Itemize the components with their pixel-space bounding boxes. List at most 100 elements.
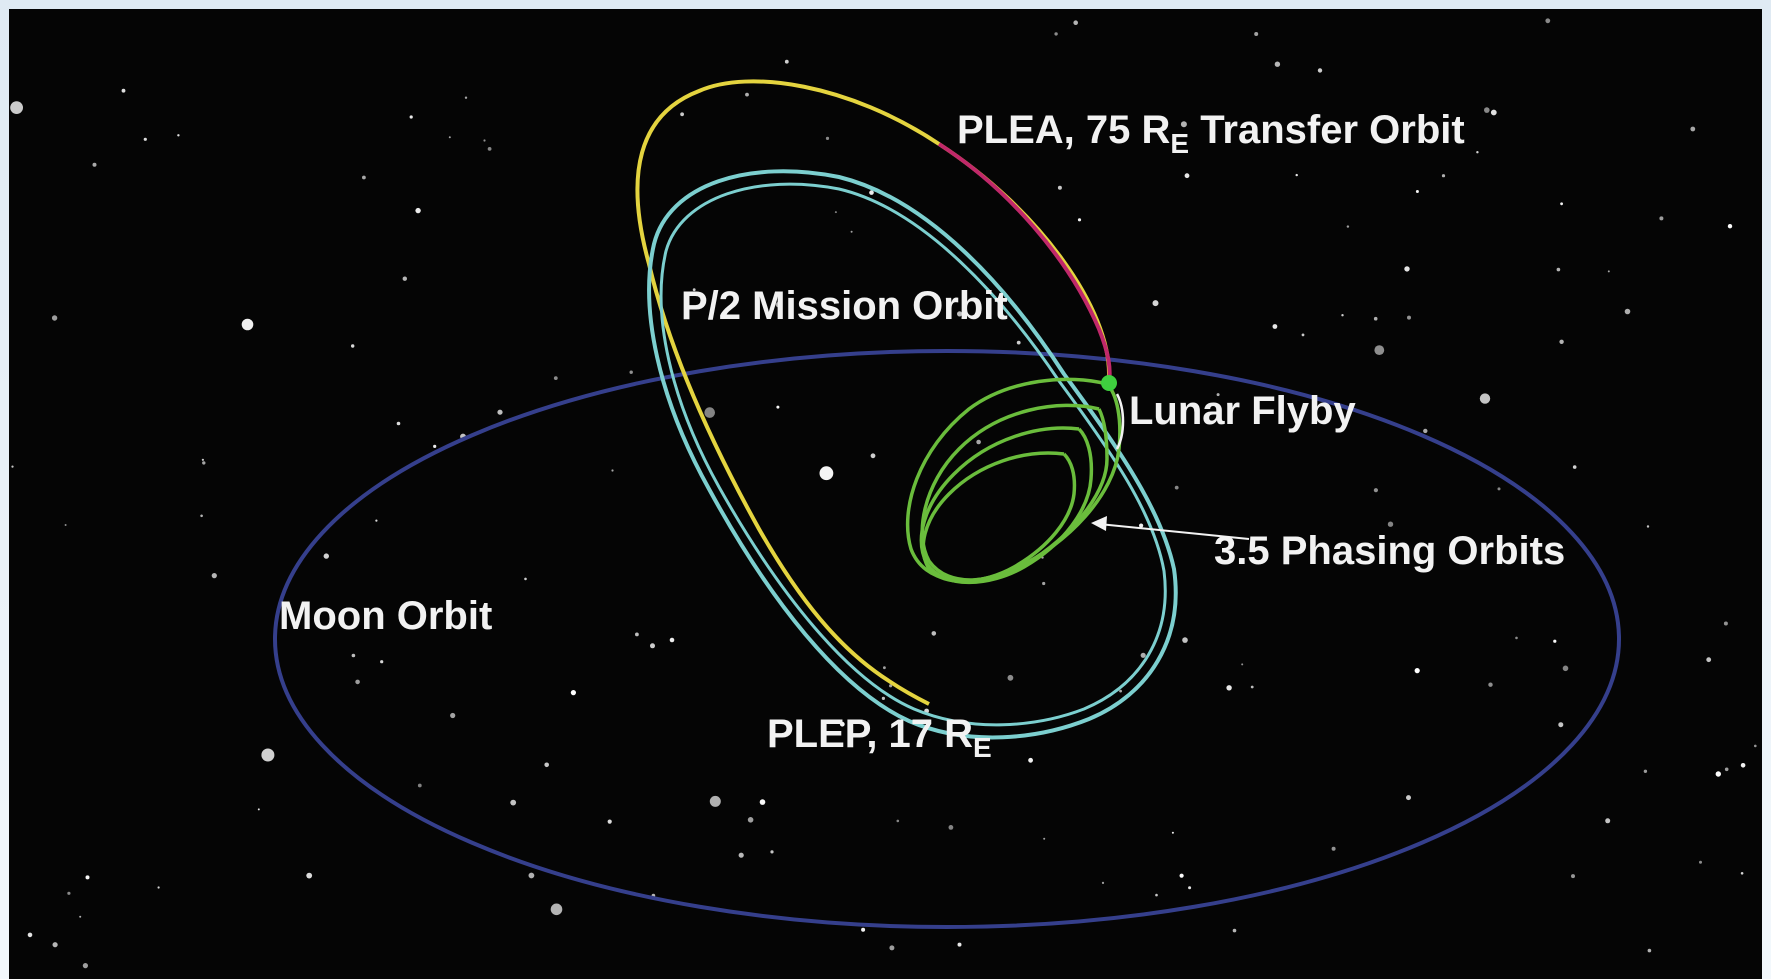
star [1553, 639, 1557, 643]
star [85, 875, 90, 880]
star [747, 817, 754, 823]
star [27, 932, 33, 938]
star [1155, 893, 1158, 897]
star [1043, 837, 1046, 840]
star [157, 886, 160, 889]
star [51, 315, 58, 321]
star [870, 453, 876, 459]
mission-orbit-path-inner [659, 182, 1167, 727]
star [402, 276, 407, 281]
star [1171, 831, 1174, 834]
star [1054, 32, 1058, 36]
mission-orbit-path [647, 169, 1178, 740]
star [1404, 266, 1410, 272]
star [825, 136, 830, 140]
star [1341, 314, 1344, 317]
star [11, 465, 14, 468]
star [1180, 121, 1187, 128]
star [1556, 267, 1561, 272]
star [635, 632, 639, 637]
star [1232, 928, 1237, 933]
star [200, 514, 203, 518]
star [1272, 324, 1278, 329]
mission-orbit-label: P/2 Mission Orbit [681, 284, 1008, 328]
star [1740, 763, 1746, 768]
star [1057, 185, 1062, 190]
star [1441, 174, 1446, 178]
star [869, 190, 874, 195]
star [241, 318, 254, 331]
star [1724, 767, 1729, 772]
star [1484, 107, 1490, 113]
star [1042, 581, 1046, 586]
star [775, 301, 782, 308]
star [1572, 465, 1577, 469]
star [1607, 270, 1610, 273]
star [1073, 20, 1078, 25]
star [650, 643, 655, 649]
star [528, 872, 535, 879]
star [819, 466, 834, 481]
star [1754, 744, 1757, 748]
transfer-orbit-path [635, 79, 1112, 706]
star [450, 712, 456, 719]
star [351, 344, 355, 348]
star [1488, 682, 1493, 687]
star [896, 819, 900, 823]
star [1605, 818, 1611, 824]
star [1387, 521, 1394, 527]
star [1406, 795, 1411, 801]
lunar-flyby-label: Lunar Flyby [1129, 389, 1356, 433]
star [1182, 637, 1188, 643]
star [1647, 948, 1652, 953]
star [121, 88, 126, 93]
orbit-diagram: PLEA, 75 RE Transfer Orbit P/2 Mission O… [10, 18, 1757, 969]
star [1226, 685, 1232, 691]
star [67, 891, 71, 895]
star [1715, 771, 1722, 777]
star [351, 653, 356, 658]
moon-orbit-label: Moon Orbit [279, 594, 492, 638]
star [770, 850, 774, 854]
star [1373, 488, 1378, 493]
star [692, 288, 696, 292]
star [1515, 636, 1518, 640]
star [1490, 109, 1497, 116]
star [10, 101, 23, 114]
star [776, 405, 780, 409]
star [931, 631, 937, 636]
star [1373, 316, 1378, 321]
star [784, 59, 789, 64]
star [510, 799, 517, 806]
phasing-arrow [1091, 516, 1250, 540]
star [738, 852, 744, 858]
star [1479, 393, 1491, 404]
star [1690, 126, 1696, 132]
star [1646, 525, 1650, 528]
phasing-orbit-3 [919, 426, 1094, 585]
star [1274, 61, 1281, 67]
star [375, 519, 378, 522]
phasing-orbit-2 [920, 403, 1109, 582]
star [550, 903, 563, 916]
star [306, 872, 313, 879]
star [1188, 886, 1192, 890]
star [1560, 202, 1563, 206]
star [759, 799, 766, 805]
star [1254, 32, 1259, 36]
star [1174, 485, 1179, 490]
star [1184, 173, 1190, 179]
star [957, 942, 962, 947]
star [1423, 428, 1428, 434]
lunar-flyby-marker [1101, 375, 1117, 391]
star [1331, 846, 1336, 851]
phasing-orbits-label: 3.5 Phasing Orbits [1214, 529, 1565, 573]
star [1388, 135, 1393, 140]
star [1659, 216, 1664, 221]
star [487, 147, 492, 151]
star [1723, 621, 1728, 626]
star [709, 795, 721, 807]
star [957, 311, 963, 317]
star [82, 963, 88, 969]
